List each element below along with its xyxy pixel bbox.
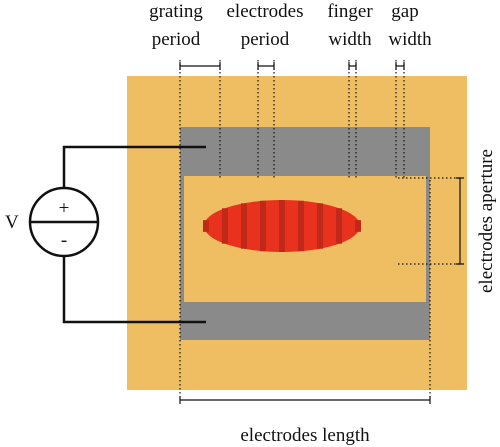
beam-stripe: [317, 203, 323, 249]
grating-period-label-1: grating: [149, 1, 203, 22]
beam-stripe: [298, 200, 304, 252]
gap-connector: [222, 176, 247, 182]
gap-strip: [355, 180, 361, 298]
gap-connector: [260, 176, 285, 182]
beam-stripe: [336, 208, 342, 244]
gap-connector: [241, 296, 266, 302]
length-bracket: [179, 396, 431, 404]
guide-lines: [179, 60, 462, 398]
beam-stripe: [355, 220, 361, 232]
gap-connector: [279, 296, 304, 302]
gap-width-bracket: [395, 62, 405, 70]
gap-strip: [203, 180, 209, 298]
interdigitated-electrodes: [180, 127, 430, 340]
electrodes-aperture-label: electrodes aperture: [476, 149, 497, 293]
bottom-bus-bar: [180, 302, 430, 340]
gap-connector: [298, 176, 323, 182]
beam-stripe: [279, 200, 285, 252]
electrodes-length-label: electrodes length: [240, 425, 370, 446]
grating-period-bracket: [179, 62, 221, 70]
beam-stripe: [203, 220, 209, 232]
gap-connector: [374, 176, 399, 182]
finger-width-label-2: width: [328, 29, 372, 50]
gap-connector: [317, 296, 342, 302]
electrodes-period-label-2: period: [241, 29, 290, 50]
labels: grating period electrodes period finger …: [149, 1, 497, 446]
gap-strip: [412, 180, 418, 298]
gap-strip: [374, 180, 380, 298]
aperture-bracket: [456, 177, 464, 265]
gap-width-label-1: gap: [391, 1, 418, 22]
minus-sign: -: [61, 230, 67, 251]
top-bus-bar: [180, 127, 430, 176]
grating-period-label-2: period: [152, 29, 201, 50]
dimension-brackets: [179, 62, 464, 404]
beam-stripe: [241, 203, 247, 249]
gap-connector: [184, 176, 209, 182]
gap-strip: [184, 180, 190, 298]
electrodes-period-label-1: electrodes: [226, 1, 303, 22]
beam-stripe: [222, 208, 228, 244]
beam-stripe: [260, 200, 266, 252]
gap-connector: [203, 296, 228, 302]
left-edge: [180, 176, 184, 302]
electrodes-period-bracket: [257, 62, 275, 70]
gap-connector: [393, 296, 418, 302]
bottom-wire: [62, 254, 206, 324]
gap-connector: [355, 296, 380, 302]
voltage-label: V: [5, 212, 19, 233]
beam-stripes: [203, 200, 361, 252]
finger-width-bracket: [348, 62, 357, 70]
gap-strip: [393, 180, 399, 298]
gap-width-label-2: width: [388, 29, 432, 50]
gap-connector: [336, 176, 361, 182]
circuit: + - V: [5, 145, 206, 324]
right-edge: [426, 176, 430, 302]
plus-sign: +: [59, 198, 70, 219]
finger-width-label-1: finger: [327, 1, 373, 22]
